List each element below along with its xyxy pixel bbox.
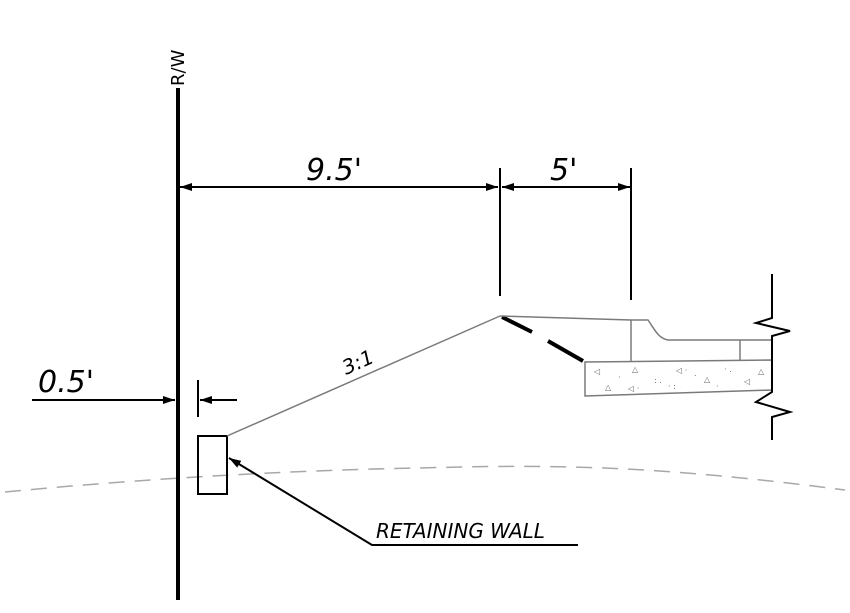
svg-text:· :: · : [668,382,676,391]
svg-text:◁: ◁ [743,377,750,386]
dimension-offset: 0.5' [32,365,237,417]
existing-ground-line [4,465,846,493]
svg-text:△: △ [704,375,711,384]
dimension-slope-width: 9.5' [180,153,501,296]
svg-text:△: △ [605,383,612,392]
svg-text:·: · [618,373,621,382]
svg-text:◁ ·: ◁ · [627,384,639,393]
slope-line [226,315,501,437]
dimension-shoulder: 5' [502,153,632,300]
retaining-wall-leader: RETAINING WALL [228,457,578,546]
pavement-surface [499,315,772,341]
svg-text:△: △ [632,365,639,374]
svg-text:△: △ [758,367,765,376]
svg-text:: .: : . [654,376,662,385]
svg-text:·: · [716,382,719,391]
svg-text:◁: ◁ [593,367,600,376]
retaining-wall-label: RETAINING WALL [376,519,545,543]
svg-text:.: . [694,369,697,378]
concrete-slab: ◁ · △ : . ◁ · △ · . ◁ △ △ ◁ · · : . · [584,359,773,397]
break-line [752,274,794,440]
svg-text:· .: · . [724,365,732,374]
retaining-wall [197,435,228,495]
dimension-offset-label: 0.5' [38,365,94,400]
slope-ratio-label: 3:1 [338,345,377,380]
dimension-slope-width-label: 9.5' [306,153,362,188]
hidden-edge-line [501,315,584,363]
right-of-way-label: R/W [168,49,189,86]
dimension-shoulder-label: 5' [550,153,577,188]
svg-text:◁ ·: ◁ · [675,366,687,375]
